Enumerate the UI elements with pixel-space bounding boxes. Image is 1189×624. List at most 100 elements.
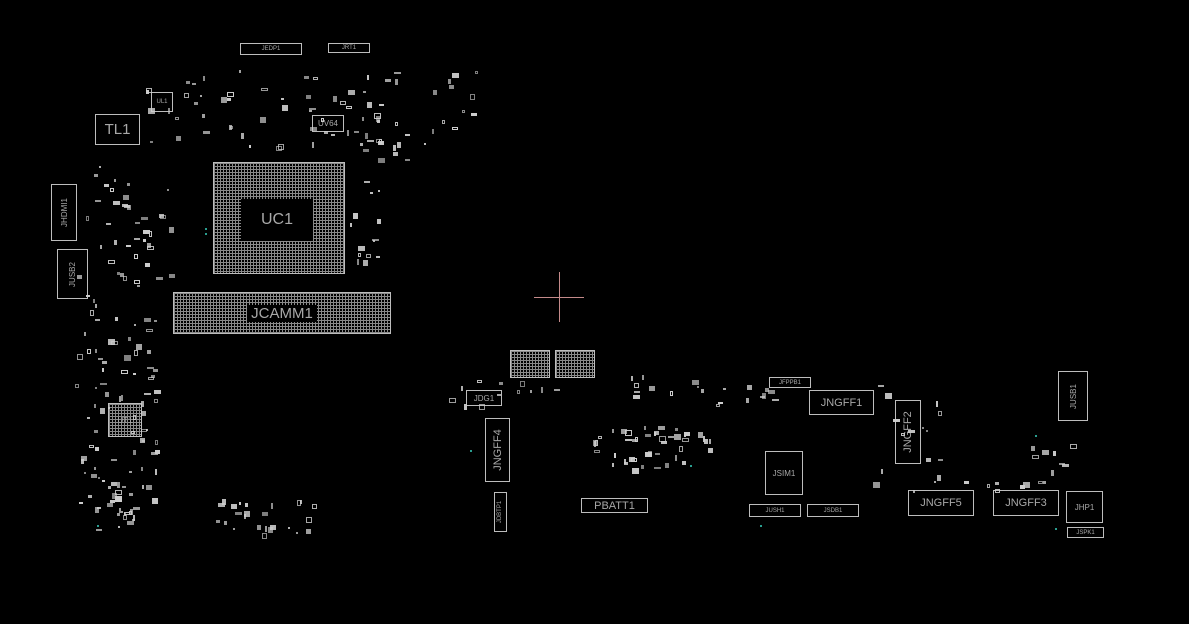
pad: [881, 468, 884, 474]
pad: [114, 178, 117, 182]
pad: [625, 439, 633, 442]
pad: [134, 221, 140, 224]
pad: [644, 434, 651, 438]
pad: [378, 104, 384, 107]
component-JNGFF3[interactable]: JNGFF3: [993, 490, 1059, 516]
pad: [362, 90, 366, 93]
pad: [517, 390, 521, 395]
pad: [141, 411, 147, 417]
pad: [106, 223, 112, 226]
pad: [85, 215, 89, 221]
component-JDG1[interactable]: JDG1: [466, 390, 502, 406]
component-JNGFF4[interactable]: JNGFF4: [485, 418, 510, 482]
pad: [469, 93, 475, 100]
component-JUSH1[interactable]: JUSH1: [749, 504, 801, 517]
pad: [141, 428, 148, 432]
pad: [122, 275, 127, 281]
pad: [393, 72, 401, 75]
pad: [146, 367, 154, 370]
pad: [111, 341, 119, 346]
pad: [393, 151, 399, 156]
pad: [658, 435, 666, 442]
pad: [872, 481, 880, 488]
pad: [114, 317, 118, 322]
component-UC1[interactable]: UC1: [213, 162, 345, 274]
component-label: JSDB1: [823, 507, 843, 514]
pad: [233, 528, 236, 531]
pad: [540, 387, 543, 394]
pad: [260, 87, 268, 91]
component-JSPK1[interactable]: JSPK1: [1067, 527, 1104, 538]
pad: [703, 435, 706, 442]
pad: [90, 310, 95, 317]
net-dot: [1055, 528, 1057, 530]
pad: [683, 432, 690, 437]
component-JFPPB1[interactable]: JFPPB1: [769, 377, 811, 388]
component-JEDP1[interactable]: JEDP1: [240, 43, 302, 55]
pad: [112, 201, 120, 206]
pad: [150, 141, 154, 144]
pad: [654, 431, 657, 436]
pad: [97, 476, 100, 479]
pad: [460, 385, 463, 391]
pad: [168, 274, 175, 279]
component-JNGFF5[interactable]: JNGFF5: [908, 490, 974, 516]
pad: [238, 70, 241, 73]
component-label: JCAMM1: [247, 304, 317, 322]
component-JDBTP1[interactable]: JDBTP1: [494, 492, 507, 532]
pad: [96, 529, 103, 532]
pad: [95, 506, 100, 513]
component-TL1[interactable]: TL1: [95, 114, 140, 145]
pad: [133, 253, 138, 259]
pad: [144, 318, 152, 323]
pad: [700, 388, 704, 393]
pad: [553, 388, 560, 391]
component-UT1[interactable]: UT1: [108, 403, 142, 437]
pad: [925, 457, 931, 462]
component-JSIM1[interactable]: JSIM1: [765, 451, 803, 495]
component-JHDMI1[interactable]: JHDMI1: [51, 184, 77, 241]
pad: [92, 299, 95, 304]
pad: [304, 75, 310, 79]
pad: [150, 375, 155, 379]
pad: [631, 439, 637, 443]
component-label: JDBTP1: [497, 500, 504, 524]
pad: [628, 456, 635, 462]
component-JNGFF1[interactable]: JNGFF1: [809, 390, 874, 415]
component-JRT1[interactable]: JRT1: [328, 43, 370, 53]
component-JCAMM1[interactable]: JCAMM1: [173, 292, 391, 334]
component-bga-ic-1[interactable]: [510, 350, 550, 378]
pad: [912, 489, 915, 493]
pad: [147, 246, 155, 251]
pad: [396, 141, 401, 148]
pad: [1069, 444, 1077, 450]
net-dot: [1035, 435, 1037, 437]
pad: [372, 239, 380, 242]
pad: [708, 438, 711, 444]
pad: [366, 253, 372, 258]
pad: [675, 427, 679, 431]
pad: [141, 466, 144, 471]
pad: [86, 348, 91, 354]
component-JUSB1[interactable]: JUSB1: [1058, 371, 1088, 421]
pad: [125, 245, 131, 248]
component-JHP1[interactable]: JHP1: [1066, 491, 1103, 523]
component-JNGFF2[interactable]: JNGFF2: [895, 400, 921, 464]
pad: [520, 381, 526, 388]
component-JUSB2[interactable]: JUSB2: [57, 249, 88, 299]
component-bga-ic-2[interactable]: [555, 350, 595, 378]
pad: [260, 116, 267, 123]
pad: [75, 384, 80, 389]
pad: [141, 439, 145, 442]
pad: [121, 485, 126, 488]
pad: [116, 512, 120, 516]
pad: [127, 182, 131, 186]
component-UL1[interactable]: UL1: [151, 92, 173, 112]
pad: [367, 75, 370, 81]
pad: [723, 388, 727, 391]
component-PBATT1[interactable]: PBATT1: [581, 498, 648, 513]
pad: [311, 141, 314, 148]
pad: [877, 384, 884, 387]
component-JSDB1[interactable]: JSDB1: [807, 504, 859, 517]
pad: [664, 462, 669, 468]
